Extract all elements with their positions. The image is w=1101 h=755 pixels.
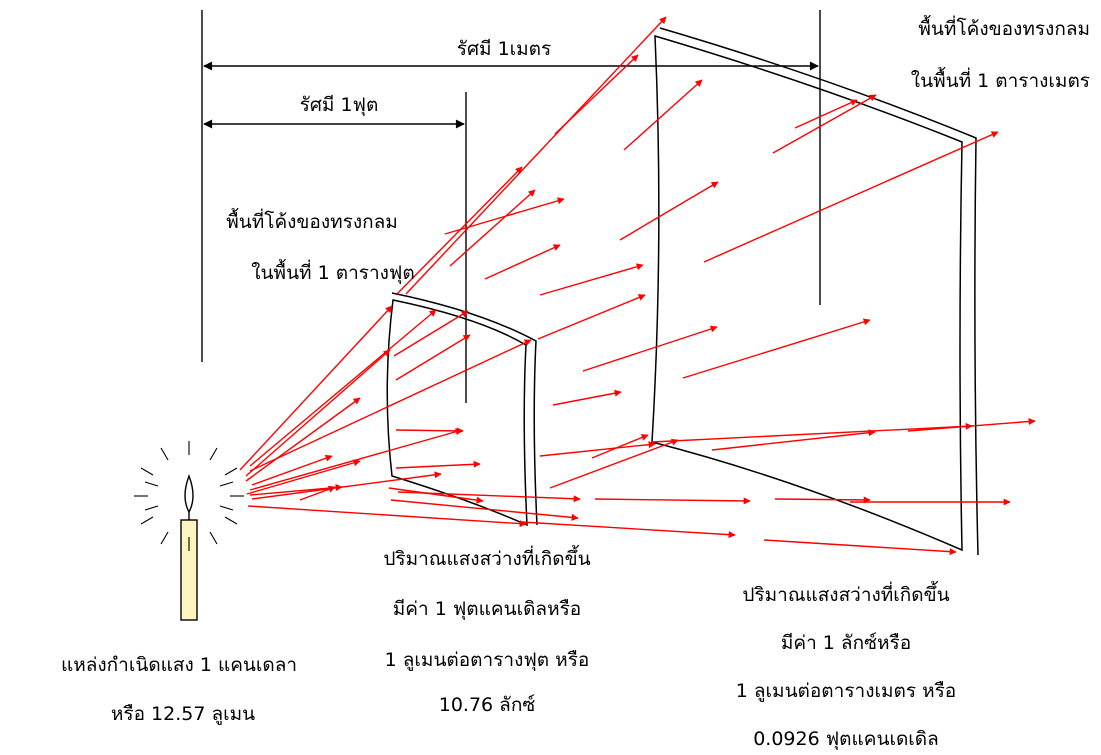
light-ray-arrow (249, 309, 437, 467)
light-ray-arrow (703, 131, 999, 263)
light-ray-arrow (539, 263, 644, 296)
illuminance-meter-line2: มีค่า 1 ลักซ์หรือ (781, 632, 911, 654)
flame-icon (184, 474, 194, 514)
light-ray-arrow (484, 244, 561, 280)
light-ray-arrow (251, 454, 333, 486)
light-ray-arrow (245, 349, 391, 477)
light-rays (239, 16, 1036, 556)
illuminance-foot-line2: มีค่า 1 ฟุตแคนเดิลหรือ (393, 598, 581, 621)
light-ray-arrow (395, 334, 471, 381)
light-ray-arrow (582, 325, 718, 372)
light-ray-arrow (388, 487, 484, 504)
light-ray-arrow (246, 459, 361, 495)
light-ray-arrow (521, 521, 736, 539)
light-ray-arrow (619, 181, 719, 241)
illuminance-foot-line3: 1 ลูเมนต่อตารางฟุต หรือ (385, 649, 590, 672)
light-ray-arrow (549, 438, 679, 489)
light-ray-arrow (711, 429, 876, 451)
light-ray-arrow (537, 294, 646, 340)
radius-foot-label: รัศมี 1ฟุต (300, 94, 379, 117)
source-label-line2: หรือ 12.57 ลูเมน (111, 703, 255, 725)
light-ray-arrow (247, 505, 527, 528)
light-ray-arrow (763, 539, 957, 556)
light-ray-arrow (390, 499, 579, 521)
candle-body (180, 519, 198, 621)
illuminance-foot-line1: ปริมาณแสงสว่างที่เกิดขึ้น (383, 545, 590, 570)
light-ray-arrow (395, 460, 481, 469)
radius-meter-label: รัศมี 1เมตร (457, 38, 551, 60)
illuminance-meter-line3: 1 ลูเมนต่อตารางเมตร หรือ (736, 680, 956, 702)
light-ray-arrow (774, 496, 871, 504)
light-ray-arrow (623, 79, 703, 151)
light-ray-arrow (245, 397, 361, 482)
meter-surface-label-line2: ในพื้นที่ 1 ตารางเมตร (911, 67, 1090, 92)
light-ray-arrow (393, 310, 469, 357)
light-ray-arrow (594, 497, 751, 505)
light-ray-arrow (554, 54, 639, 135)
light-ray-arrow (249, 484, 343, 496)
light-ray-arrow (249, 339, 532, 472)
meter-surface-label-line1: พื้นที่โค้งของทรงกลม (918, 15, 1090, 40)
surface-square-meter (651, 27, 979, 556)
surface-square-foot (386, 292, 538, 527)
illuminance-foot-line4: 10.76 ลักซ์ (439, 694, 536, 716)
light-ray-arrow (396, 166, 523, 295)
light-ray-arrow (299, 485, 336, 501)
light-ray-arrow (239, 305, 393, 471)
light-ray-arrow (405, 16, 667, 295)
glow-rays (134, 441, 244, 551)
foot-surface-label-line2: ในพื้นที่ 1 ตารางฟุต (251, 259, 414, 285)
light-ray-arrow (591, 434, 649, 459)
source-label-line1: แหล่งกำเนิดแสง 1 แคนเดลา (61, 654, 297, 676)
light-ray-arrow (552, 389, 622, 406)
light-ray-arrow (772, 94, 877, 154)
candle-light-source (134, 441, 244, 621)
light-ray-arrow (682, 318, 871, 379)
light-ray-arrow (794, 99, 858, 129)
illuminance-meter-line1: ปริมาณแสงสว่างที่เกิดขึ้น (742, 581, 949, 606)
illuminance-meter-line4: 0.0926 ฟุตแคนเดเดิล (753, 728, 939, 751)
light-ray-arrow (651, 422, 973, 443)
light-ray-arrow (449, 189, 536, 267)
light-ray-arrow (251, 471, 442, 500)
foot-surface-label-line1: พื้นที่โค้งของทรงกลม (226, 208, 398, 233)
light-ray-arrow (539, 441, 656, 457)
light-ray-arrow (395, 427, 464, 435)
